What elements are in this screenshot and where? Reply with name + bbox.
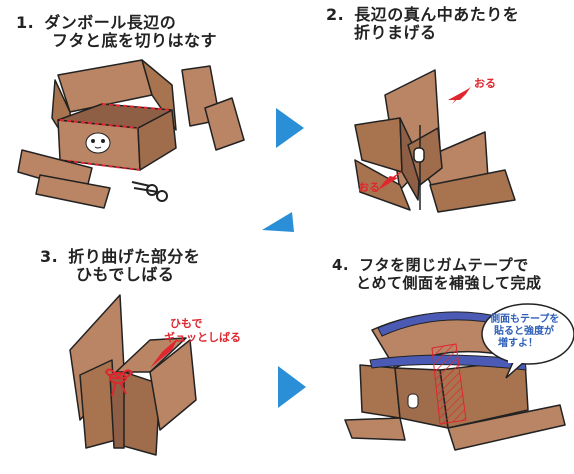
- next-arrow-3: [278, 366, 306, 408]
- step-number-3: 3.: [40, 247, 59, 266]
- tape-strips: [369, 311, 527, 425]
- step-2-line1: 長辺の真ん中あたりを: [354, 5, 520, 24]
- step-title-4: 4. フタを閉じガムテープで とめて側面を補強して完成: [332, 256, 542, 292]
- string-knot: [104, 368, 134, 397]
- bubble-line3: 増すよ！: [498, 338, 538, 349]
- step-number-1: 1.: [16, 13, 35, 32]
- step1-box-illustration: [17, 59, 245, 209]
- step2-folded-box-illustration: [354, 69, 516, 213]
- fold-label-top: おる: [474, 77, 496, 90]
- step-4-line1: フタを閉じガムテープで: [359, 256, 529, 274]
- tie-arrow: [150, 338, 178, 368]
- step-1-line2: フタと底を切りはなす: [52, 31, 218, 50]
- bubble-line2: 貼ると強度が: [494, 326, 554, 337]
- step1-face-sticker: [85, 132, 111, 154]
- step-title-3: 3. 折り曲げた部分を ひもでしばる: [40, 248, 200, 284]
- step-number-4: 4.: [332, 256, 350, 274]
- bubble-line1: 側面もテープを: [490, 314, 560, 325]
- step4-face-sticker: [407, 393, 419, 409]
- step-1-line1: ダンボール長辺の: [44, 13, 177, 32]
- step-3-line2: ひもでしばる: [76, 265, 175, 284]
- step-title-2: 2. 長辺の真ん中あたりを 折りまげる: [326, 6, 519, 42]
- step-number-2: 2.: [326, 5, 345, 24]
- step-2-line2: 折りまげる: [354, 23, 437, 42]
- tie-label-line1: ひもで: [170, 317, 203, 330]
- fold-label-bottom: おる: [358, 181, 380, 194]
- scissors-icon: [131, 181, 168, 202]
- tie-label-line2: ギュッとしばる: [164, 331, 241, 344]
- step-title-1: 1. ダンボール長辺の フタと底を切りはなす: [16, 14, 217, 50]
- speech-bubble: [481, 303, 574, 379]
- step-4-line2: とめて側面を補強して完成: [356, 274, 542, 292]
- fold-arrows-step2: [378, 86, 472, 190]
- next-arrow-2: [262, 212, 294, 232]
- step-3-line1: 折り曲げた部分を: [68, 247, 201, 266]
- next-arrow-1: [276, 108, 304, 148]
